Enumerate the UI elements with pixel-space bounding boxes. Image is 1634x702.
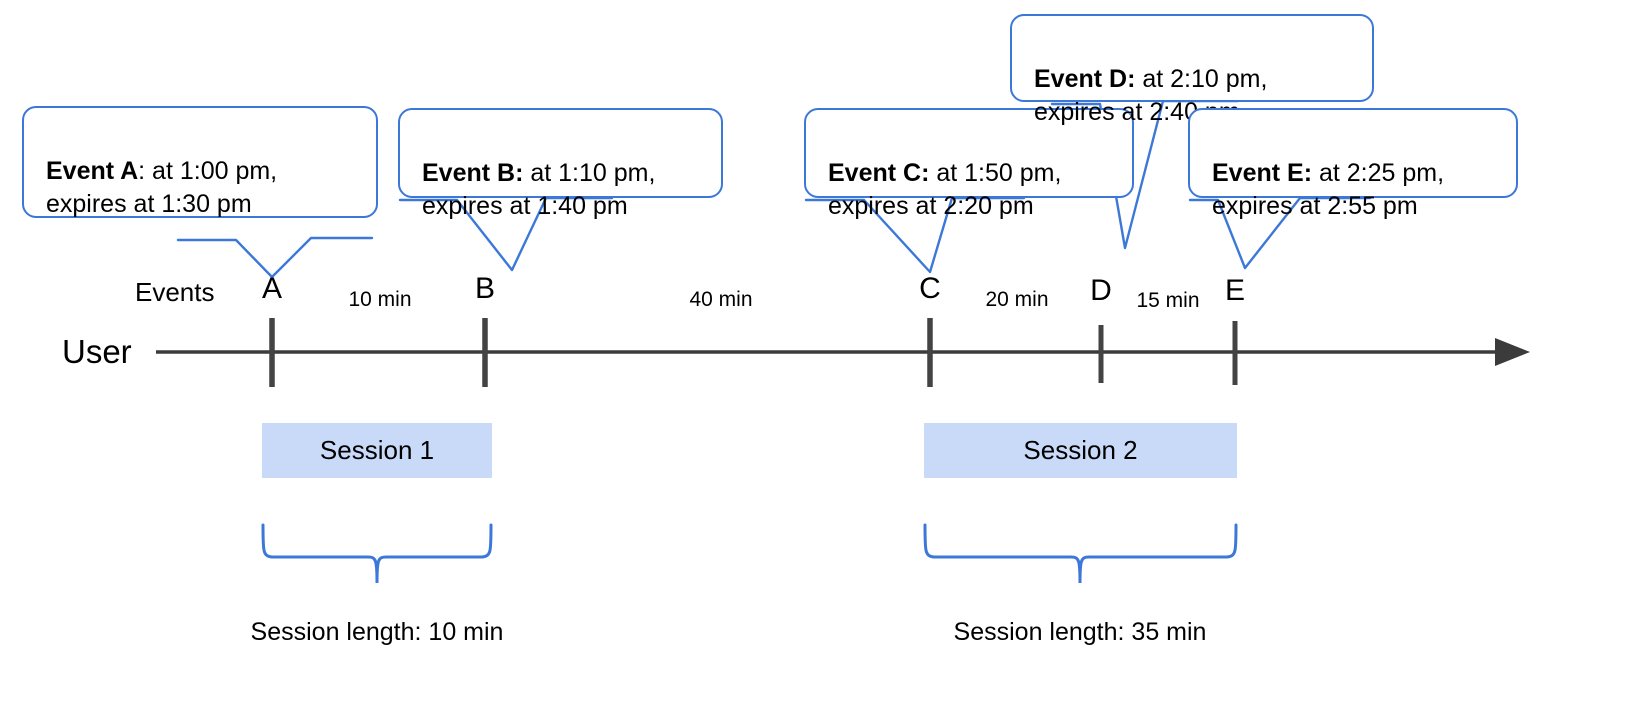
lane-label-user: User xyxy=(62,333,132,370)
session-bar-1-label: Session 1 xyxy=(319,435,435,465)
interval-label-c-d: 20 min xyxy=(985,288,1049,311)
callout-event-d[interactable]: Event D: at 2:10 pm, expires at 2:40 pm xyxy=(1010,14,1374,126)
session-length-1: Session length: 10 min xyxy=(250,618,504,646)
session-length-2: Session length: 35 min xyxy=(953,618,1207,646)
callout-d-title: Event D: xyxy=(1034,65,1136,93)
marker-label-c: C xyxy=(919,272,941,305)
interval-label-a-b: 10 min xyxy=(348,288,412,311)
session-brace-2 xyxy=(923,523,1238,584)
callout-a-body: : at 1:00 pm, expires at 1:30 pm xyxy=(46,157,278,218)
interval-label-d-e: 15 min xyxy=(1136,289,1200,312)
callout-b-title: Event B: xyxy=(422,159,524,187)
marker-label-a: A xyxy=(261,272,282,305)
marker-label-e: E xyxy=(1224,274,1245,307)
callout-c-body: at 1:50 pm, expires at 2:20 pm xyxy=(828,159,1062,220)
callout-tail-a xyxy=(176,236,374,279)
session-bar-2-label: Session 2 xyxy=(1023,435,1138,465)
callout-tail-e xyxy=(1188,196,1372,270)
session-brace-1 xyxy=(261,523,493,584)
events-row-label: Events xyxy=(135,277,215,307)
callout-event-b[interactable]: Event B: at 1:10 pm, expires at 1:40 pm xyxy=(398,108,723,220)
callout-event-e[interactable]: Event E: at 2:25 pm, expires at 2:55 pm xyxy=(1188,108,1518,220)
callout-a-title: Event A xyxy=(46,157,139,185)
callout-e-body: at 2:25 pm, expires at 2:55 pm xyxy=(1212,159,1445,220)
marker-label-d: D xyxy=(1090,274,1112,307)
callout-b-body: at 1:10 pm, expires at 1:40 pm xyxy=(422,159,656,220)
callout-c-title: Event C: xyxy=(828,159,930,187)
callout-event-c[interactable]: Event C: at 1:50 pm, expires at 2:20 pm xyxy=(804,108,1134,220)
callout-tail-b xyxy=(398,196,614,272)
marker-label-b: B xyxy=(474,272,495,305)
callout-event-a[interactable]: Event A: at 1:00 pm, expires at 1:30 pm xyxy=(22,106,378,218)
session-bar-1[interactable]: Session 1 xyxy=(262,423,492,478)
interval-label-b-c: 40 min xyxy=(689,288,753,311)
callout-e-title: Event E: xyxy=(1212,159,1313,187)
session-bar-2[interactable]: Session 2 xyxy=(924,423,1237,478)
callout-tail-c xyxy=(804,196,1026,274)
